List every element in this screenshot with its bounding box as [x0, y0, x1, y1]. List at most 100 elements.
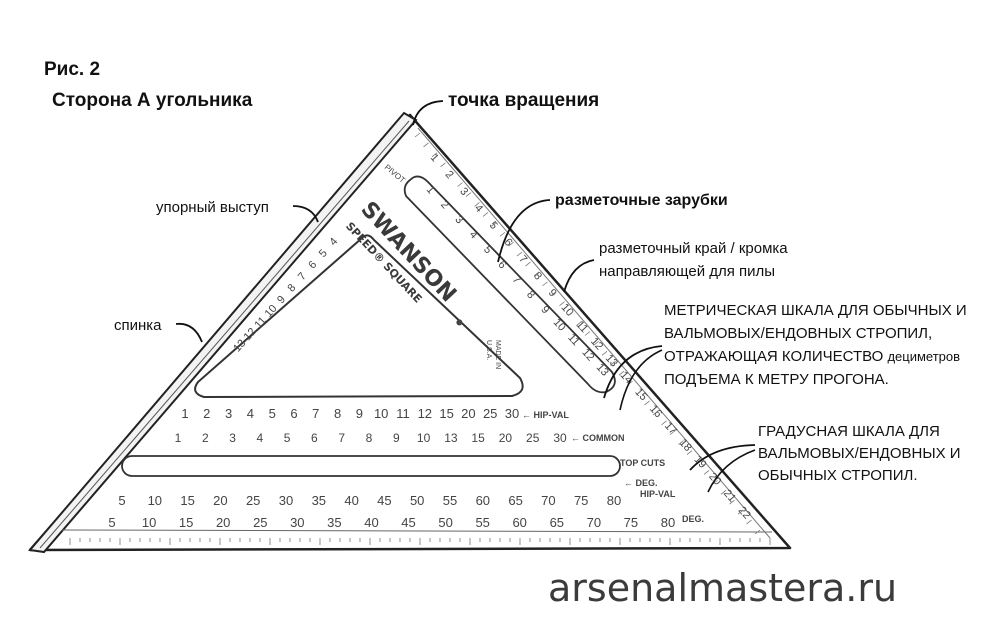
edge-leader	[563, 259, 595, 293]
edge-label-line2: направляющей для пилы	[599, 263, 775, 280]
ruler-tick	[508, 241, 514, 247]
metric-label-line3-small: дециметров	[887, 349, 960, 364]
degree-upper-scale-label: 70	[541, 493, 555, 508]
lip-strip	[28, 111, 418, 554]
brand-dot	[456, 319, 463, 326]
ruler-tick	[661, 420, 667, 426]
degree-upper-scale-label: 20	[213, 493, 227, 508]
ruler-tick	[754, 529, 761, 535]
hip-val-scale-label: 1	[181, 406, 188, 421]
ruler-tick	[559, 301, 565, 307]
degree-upper-scale-label: 30	[279, 493, 293, 508]
bottom-inner-edge	[61, 529, 773, 533]
degree-upper-scale-label: 45	[377, 493, 391, 508]
degree-leader-2	[707, 449, 756, 493]
hip-val-scale-label: 12	[418, 406, 432, 421]
degree-lower-scale-label: 10	[142, 515, 156, 530]
notches-leader	[497, 199, 551, 263]
degree-label-line2: ВАЛЬМОВЫХ/ЕНДОВНЫХ И	[758, 445, 961, 462]
ruler-tick	[703, 470, 710, 475]
degree-lower-scale-label: 30	[290, 515, 304, 530]
degree-upper-scale-label: 5	[118, 493, 125, 508]
ruler-tick	[542, 281, 548, 287]
ruler-tick	[610, 360, 616, 366]
ruler-ticks	[69, 132, 771, 545]
ruler-tick	[457, 182, 463, 187]
degree-lower-scale-label: 50	[438, 515, 452, 530]
ruler-tick	[635, 390, 642, 396]
common-scale-label: 25	[526, 431, 540, 445]
watermark: arsenalmastera.ru	[548, 566, 897, 610]
deg-hip-val-marker-2: HIP-VAL	[640, 489, 676, 499]
degree-lower-scale-label: 35	[327, 515, 341, 530]
common-scale-label: 1	[175, 431, 182, 445]
deg-hip-val-marker: ← DEG.	[624, 478, 658, 488]
degree-lower-scale-label: 20	[216, 515, 230, 530]
ruler-tick	[644, 400, 650, 406]
hip-val-scale-label: 9	[356, 406, 363, 421]
hip-val-scale-label: 3	[225, 406, 232, 421]
metric-label-line3: ОТРАЖАЮЩАЯ КОЛИЧЕСТВО дециметров	[664, 348, 960, 365]
hip-val-scale-label: 6	[290, 406, 297, 421]
degree-lower-scale-label: 40	[364, 515, 378, 530]
hip-val-scale-label: 20	[461, 406, 475, 421]
common-scale-label: 9	[393, 431, 400, 445]
ruler-tick	[678, 440, 684, 445]
ruler-tick	[576, 321, 582, 326]
degree-label-line3: ОБЫЧНЫХ СТРОПИЛ.	[758, 467, 918, 484]
degree-lower-scale-label: 60	[512, 515, 526, 530]
common-scale-label: 30	[553, 431, 567, 445]
figure-number: Рис. 2	[44, 59, 100, 80]
hip-val-scale-label: 4	[247, 406, 254, 421]
common-scale-label: 20	[499, 431, 513, 445]
degree-label-line1: ГРАДУСНАЯ ШКАЛА ДЛЯ	[758, 423, 940, 440]
degree-lower-scale-label: 70	[587, 515, 601, 530]
degree-upper-scale-label: 10	[148, 493, 162, 508]
ruler-tick	[533, 271, 540, 277]
hip-val-scale-label: 30	[505, 406, 519, 421]
ruler-tick	[482, 212, 489, 217]
ruler-tick	[567, 311, 574, 316]
degree-lower-scale-label: 5	[108, 515, 115, 530]
metric-leader-2	[619, 349, 663, 411]
inner-cutout	[194, 234, 524, 399]
lip-label: упорный выступ	[156, 199, 269, 216]
deg-marker: DEG.	[682, 514, 704, 524]
degree-lower-scale-label: 15	[179, 515, 193, 530]
hip-val-scale-label: 2	[203, 406, 210, 421]
back-label: спинка	[114, 317, 162, 334]
ruler-tick	[414, 132, 421, 138]
ruler-tick	[448, 172, 455, 178]
degree-lower-scale-label: 80	[661, 515, 675, 530]
ruler-tick	[669, 430, 676, 436]
metric-label-line1: МЕТРИЧЕСКАЯ ШКАЛА ДЛЯ ОБЫЧНЫХ И	[664, 302, 967, 319]
made-in-country-text: U.S.A.	[485, 340, 492, 360]
ruler-tick	[593, 341, 599, 346]
hip-val-scale-label: 15	[439, 406, 453, 421]
degree-upper-scale-label: 40	[344, 493, 358, 508]
common-scale-label: 3	[229, 431, 236, 445]
notches-label: разметочные зарубки	[555, 192, 728, 209]
degree-upper-scale-label: 50	[410, 493, 424, 508]
hip-val-scale-label: 10	[374, 406, 388, 421]
common-scale-label: 5	[284, 431, 291, 445]
degree-lower-scale-label: 45	[401, 515, 415, 530]
degree-lower-scale-label: 55	[475, 515, 489, 530]
hypotenuse-inner-edge	[417, 127, 771, 539]
edge-label-line1: разметочный край / кромка	[599, 240, 788, 257]
degree-lower-scale-label: 75	[624, 515, 638, 530]
ruler-tick	[746, 519, 752, 525]
degree-upper-scale-label: 80	[607, 493, 621, 508]
speed-square: SWANSON SPEED® SQUARE MADE IN U.S.A. PIV…	[28, 111, 792, 554]
hip-val-scale-label: 25	[483, 406, 497, 421]
lower-slot	[121, 455, 621, 477]
degree-lower-scale-label: 65	[550, 515, 564, 530]
top-cuts-marker: TOP CUTS	[620, 458, 665, 468]
hip-val-scale-label: 11	[396, 406, 410, 421]
lip-inner-line	[39, 120, 410, 549]
ruler-tick	[601, 351, 608, 356]
made-in-text: MADE IN	[494, 340, 501, 369]
degree-upper-scale-label: 60	[476, 493, 490, 508]
